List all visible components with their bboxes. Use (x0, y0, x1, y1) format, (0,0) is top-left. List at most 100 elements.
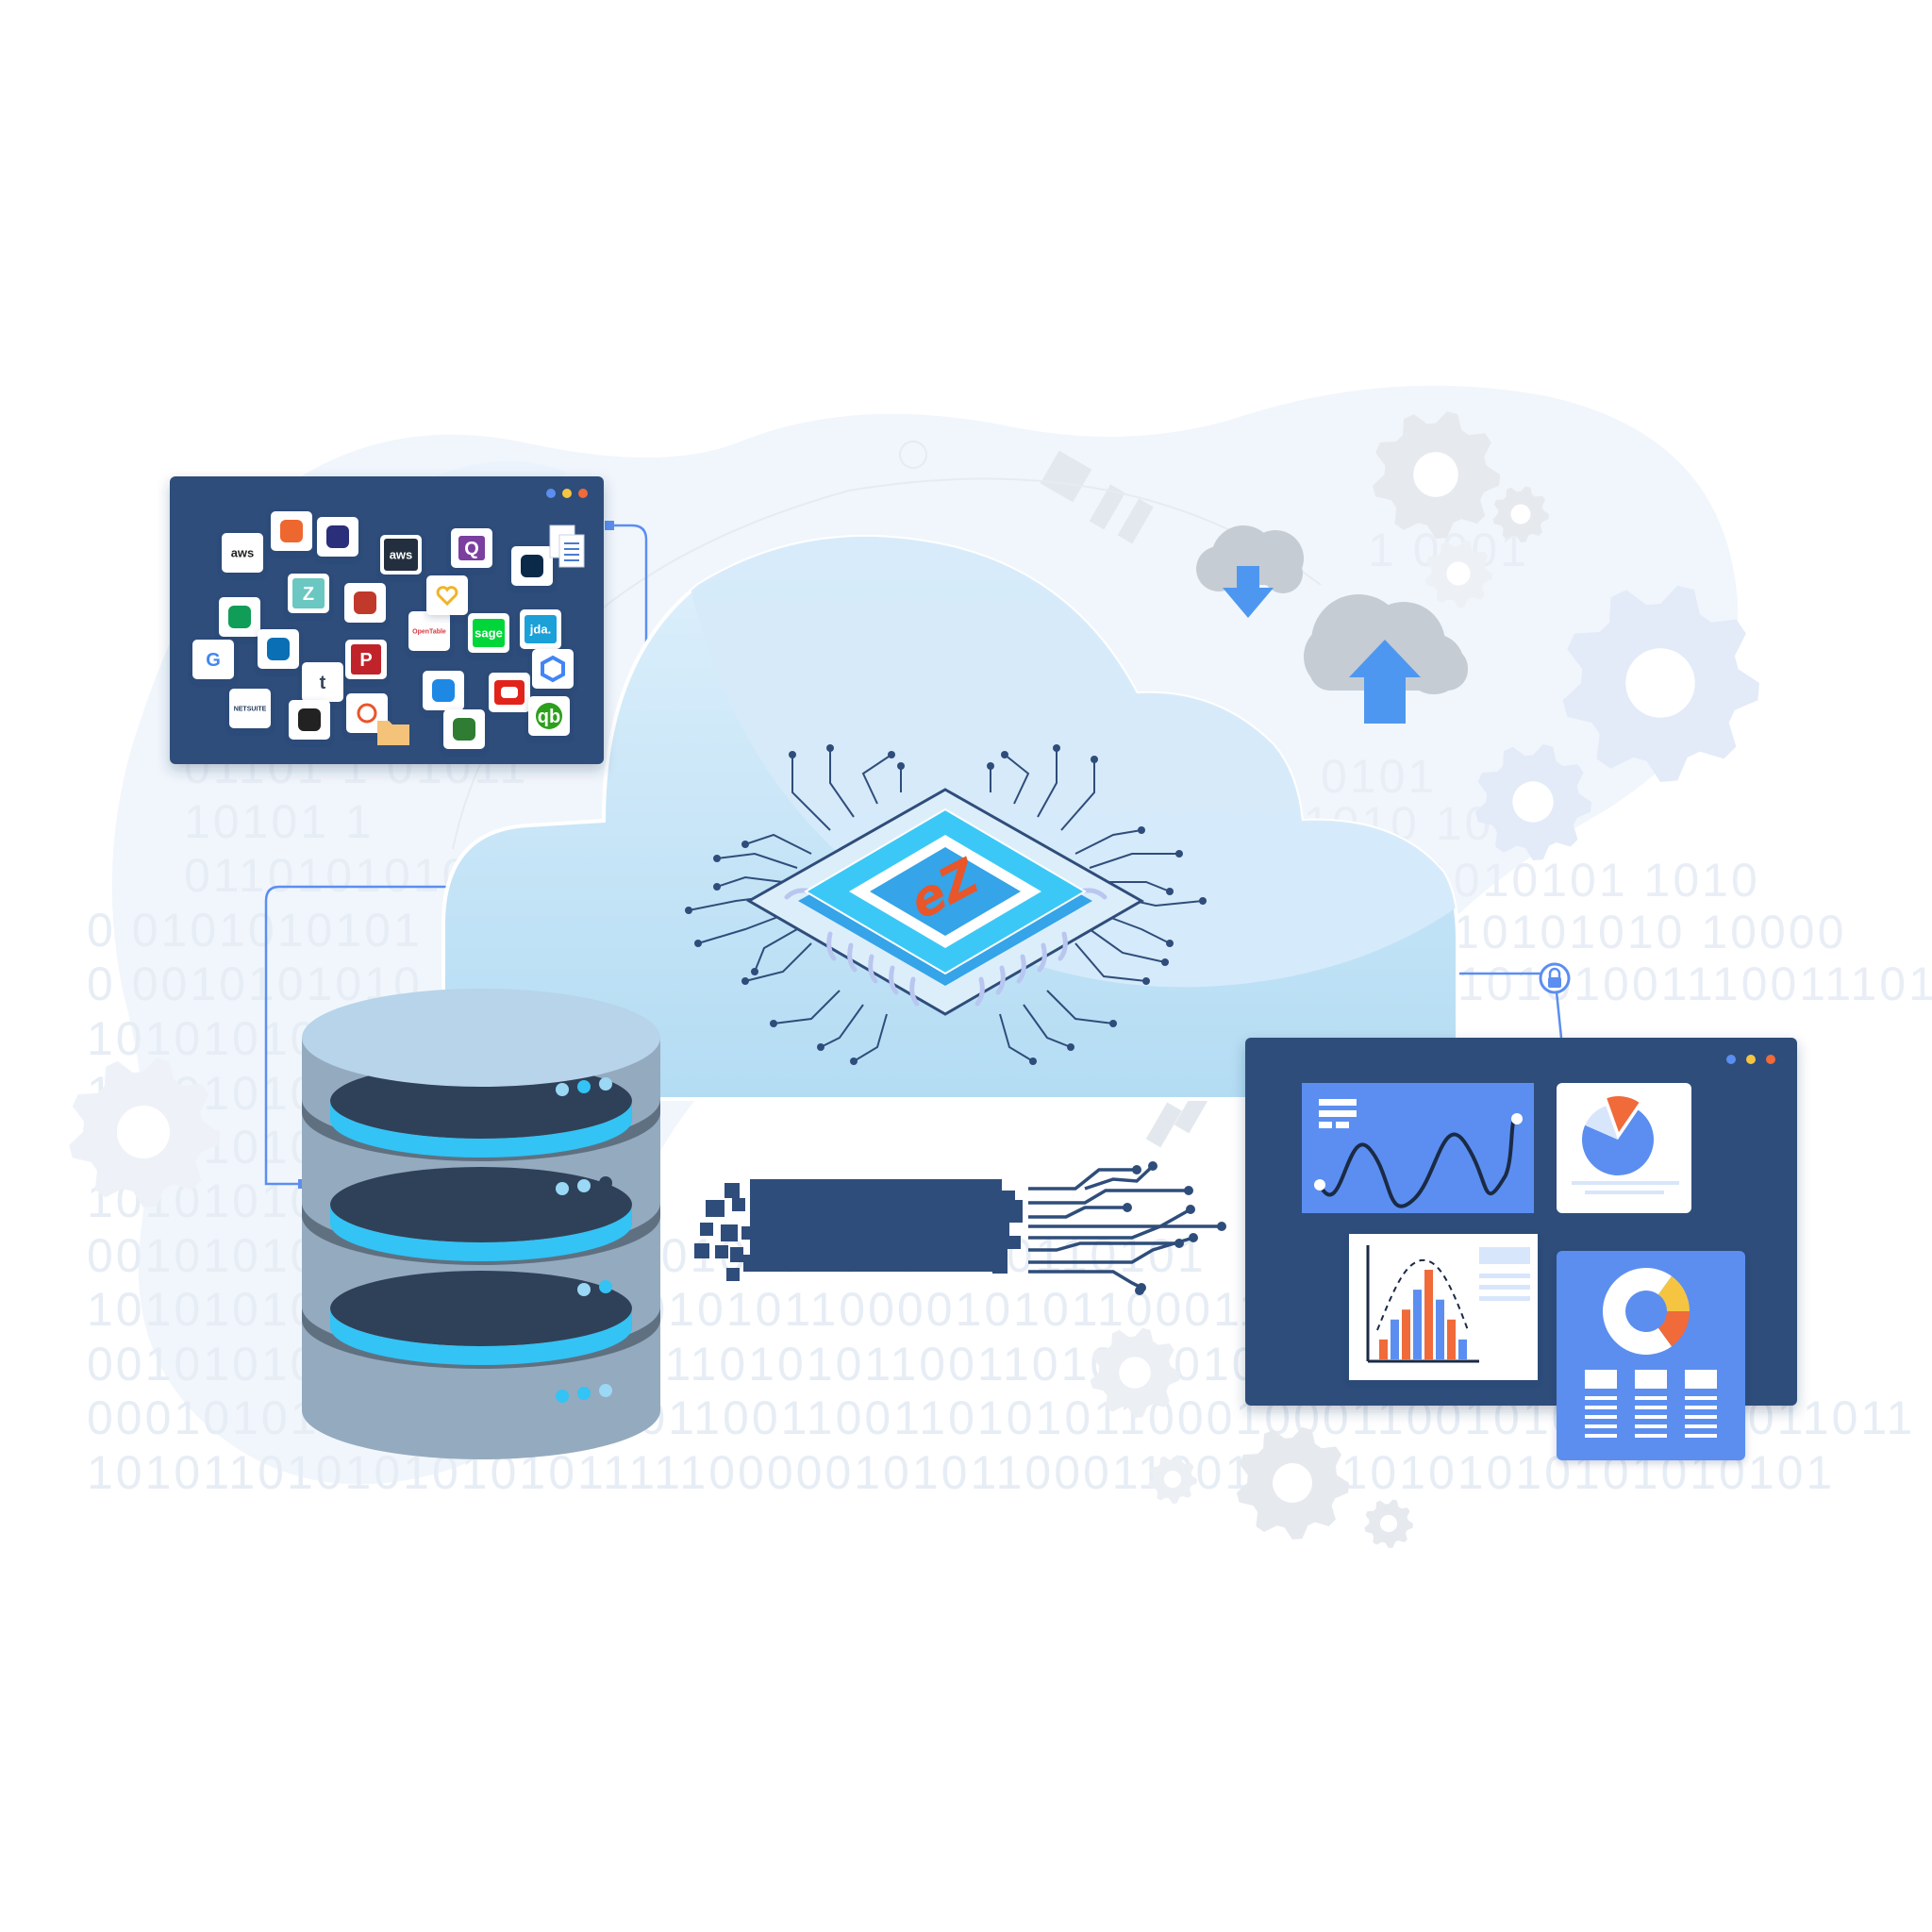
tumblr-logo-label: t (320, 673, 326, 693)
binary-row: 10101010 10000 (1453, 906, 1846, 958)
table-row (1685, 1415, 1717, 1419)
histogram-bar (1391, 1319, 1399, 1359)
table-row (1685, 1396, 1717, 1400)
maximize-dot-button[interactable] (562, 489, 572, 498)
table-row (1635, 1424, 1667, 1428)
binary-row: 0010101010101010110011010101100110101101… (87, 1338, 1407, 1391)
table-row (1685, 1424, 1717, 1428)
histogram-bar (1413, 1290, 1422, 1359)
sage-logo-icon[interactable]: sage (468, 613, 509, 653)
status-led-icon (599, 1176, 612, 1190)
dashboard-window-controls[interactable] (1726, 1055, 1775, 1064)
decorative-squares (1040, 450, 1210, 1148)
folder-icon[interactable] (377, 721, 409, 745)
sql-logo-icon[interactable] (344, 583, 386, 623)
google-logo-icon[interactable]: G (192, 640, 234, 679)
quickbooks-logo-label: qb (538, 707, 560, 727)
binary-row: 0 0101010101 (87, 904, 423, 957)
mailchimp-logo-icon[interactable] (289, 700, 330, 740)
histogram-bar (1447, 1319, 1456, 1359)
histogram-bar (1458, 1339, 1467, 1359)
magento-logo-icon[interactable] (271, 511, 312, 551)
summary-table (1585, 1370, 1717, 1438)
table-row (1635, 1406, 1667, 1409)
jda-logo-icon[interactable]: jda. (520, 609, 561, 649)
dynamics-logo-icon[interactable] (511, 546, 553, 586)
table-header (1635, 1370, 1667, 1389)
binary-row: 1010101010101010000010101100001010110001… (87, 1283, 1297, 1336)
close-dot-button[interactable] (1766, 1055, 1775, 1064)
quickbooks-logo-icon[interactable]: qb (528, 696, 570, 736)
pipedrive-logo-label: P (359, 650, 372, 671)
maximize-dot-button[interactable] (1746, 1055, 1756, 1064)
ez-processor-chip: eZ (685, 744, 1207, 1065)
gear-icon (69, 1058, 219, 1208)
table-row (1585, 1396, 1617, 1400)
status-led-icon (577, 1283, 591, 1296)
aws-marketplace-logo-label: aws (390, 548, 413, 562)
source-window-controls[interactable] (546, 489, 588, 498)
gear-icon (1474, 743, 1591, 860)
sage-logo-label: sage (475, 626, 503, 641)
qlik-logo-label: Q (464, 539, 479, 559)
qlik-logo-icon[interactable]: Q (451, 528, 492, 568)
status-led-icon (556, 1182, 569, 1195)
analytics-logo-icon[interactable] (317, 517, 358, 557)
donut-slice (1657, 1311, 1690, 1347)
zendesk-logo-icon[interactable]: Z (288, 574, 329, 613)
jda-logo-label: jda. (529, 623, 551, 637)
minimize-dot-button[interactable] (1726, 1055, 1736, 1064)
gear-icon (1148, 1455, 1197, 1504)
document-icon[interactable] (549, 525, 585, 568)
close-dot-button[interactable] (578, 489, 588, 498)
histogram-bar (1402, 1309, 1410, 1359)
table-row (1635, 1396, 1667, 1400)
status-led-icon (556, 1286, 569, 1299)
table-header (1585, 1370, 1617, 1389)
donut-slice (1602, 1268, 1673, 1355)
binary-row: 10101001110011101 (1457, 958, 1932, 1010)
sharepoint-logo-icon[interactable] (258, 629, 299, 669)
netsuite-logo-icon[interactable]: NETSUITE (229, 689, 271, 728)
binary-row: 1010110101010101011111000001010110001100… (87, 1446, 1835, 1499)
status-led-icon (599, 1280, 612, 1293)
status-led-icon (577, 1387, 591, 1400)
heart-logo-icon[interactable] (426, 575, 468, 615)
gear-icon (1492, 486, 1549, 542)
minimize-dot-button[interactable] (546, 489, 556, 498)
binary-row: 10101 1 (184, 795, 375, 848)
donut-chart (1602, 1268, 1690, 1355)
table-row (1635, 1434, 1667, 1438)
circuit-traces (685, 744, 1207, 1065)
tumblr-logo-icon[interactable]: t (302, 662, 343, 702)
histogram-chart (1366, 1245, 1530, 1363)
table-row (1585, 1415, 1617, 1419)
lock-icon (1539, 962, 1571, 994)
table-row (1685, 1434, 1717, 1438)
table-row (1585, 1424, 1617, 1428)
table-row (1585, 1406, 1617, 1409)
histogram-bar (1424, 1270, 1433, 1359)
binary-row: 1010101 1010 (1424, 854, 1760, 907)
gcp-logo-icon[interactable] (532, 649, 574, 689)
status-led-icon (556, 1083, 569, 1096)
database-cylinder-stack (302, 989, 660, 1459)
analytics-bars-logo-icon[interactable] (423, 671, 464, 710)
oracle-logo-icon[interactable] (489, 673, 530, 712)
pie-slice (1582, 1109, 1655, 1175)
pipedrive-logo-icon[interactable]: P (345, 640, 387, 679)
integration-logo-tiles: aws aws Q Z OpenTable sage jda. Gt P NETSUITE qb (192, 511, 585, 749)
opentable-logo-icon[interactable]: OpenTable (408, 611, 450, 651)
aws-logo-icon[interactable]: aws (222, 533, 263, 573)
sheets-logo-icon[interactable] (219, 597, 260, 637)
aws-marketplace-logo-icon[interactable]: aws (380, 535, 422, 575)
line-chart-card (1302, 1083, 1534, 1213)
status-led-icon (556, 1390, 569, 1403)
pie-chart-card (1557, 1083, 1691, 1213)
histogram-bar (1379, 1339, 1388, 1359)
gear-icon (1562, 585, 1759, 782)
status-led-icon (577, 1179, 591, 1192)
uipath-logo-icon[interactable] (443, 709, 485, 749)
pie-chart (1582, 1096, 1655, 1175)
